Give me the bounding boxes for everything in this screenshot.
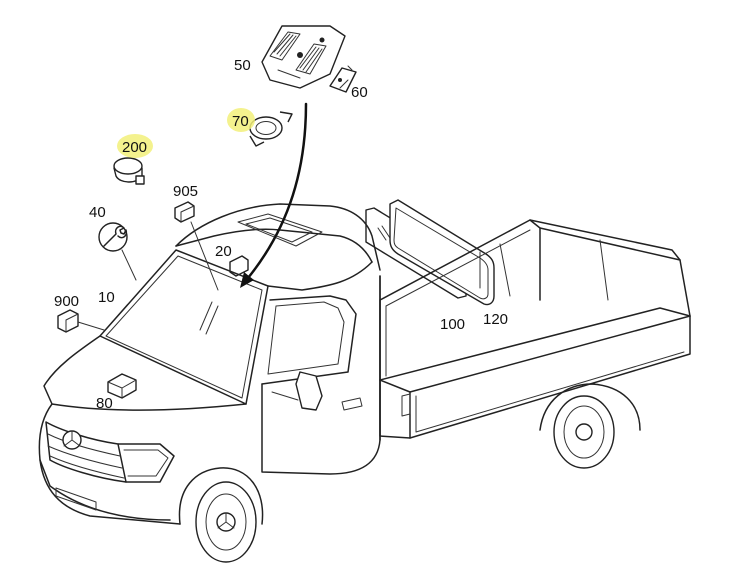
callout-60: 60 <box>351 84 368 101</box>
leader-lines <box>77 79 349 331</box>
highlight-70 <box>227 108 255 132</box>
callout-200: 200 <box>122 139 147 156</box>
rear-window-seal <box>389 199 495 306</box>
callout-120: 120 <box>483 311 508 328</box>
leader-40 <box>121 249 137 281</box>
callout-20: 20 <box>215 243 232 260</box>
callout-70: 70 <box>232 113 249 130</box>
callout-10: 10 <box>98 289 115 306</box>
truck-illustration <box>38 203 381 563</box>
leader-900 <box>77 321 105 331</box>
callout-900: 900 <box>54 293 79 310</box>
part-900 <box>57 309 79 333</box>
wrench-symbol <box>98 222 128 252</box>
callout-40: 40 <box>89 204 106 221</box>
leader-905 <box>190 221 219 291</box>
arrow-head-icon <box>240 272 254 288</box>
sensor-200 <box>113 157 145 185</box>
callout-50: 50 <box>234 57 251 74</box>
part-905 <box>174 201 195 223</box>
callout-80: 80 <box>96 395 113 412</box>
callout-100: 100 <box>440 316 465 333</box>
callout-905: 905 <box>173 183 198 200</box>
highlight-200 <box>117 134 153 158</box>
overhead-control-panel <box>261 25 346 89</box>
microphone-bracket <box>329 65 357 93</box>
install-arrow <box>240 102 308 288</box>
part-80 <box>107 373 137 399</box>
flatbed <box>379 219 691 469</box>
part-20 <box>229 255 249 277</box>
rain-light-sensor <box>249 111 293 147</box>
